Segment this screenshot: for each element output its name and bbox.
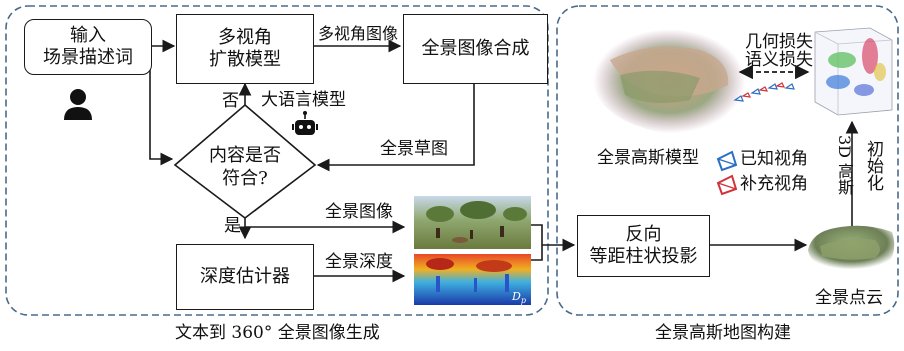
label-supplementary-view: 补充视角 <box>740 174 808 194</box>
label-semantic-loss: 语义损失 <box>745 50 813 70</box>
depth-map-image <box>414 254 531 305</box>
depth-box-label: 深度估计器 <box>200 265 290 287</box>
input-box-line1: 输入 <box>70 24 106 46</box>
right-panel-frame <box>556 5 899 316</box>
label-point-cloud: 全景点云 <box>815 288 883 308</box>
diffusion-box-line1: 多视角 <box>218 26 272 48</box>
label-panorama-image: 全景图像 <box>325 202 393 222</box>
backproj-line2: 等距柱状投影 <box>589 246 698 267</box>
back-projection-box: 反向 等距柱状投影 <box>577 215 710 277</box>
decision-line2: 符合? <box>222 167 268 189</box>
right-panel-caption: 全景高斯地图构建 <box>655 323 791 343</box>
gaussian-cube-image <box>814 27 893 116</box>
gaussian-model-image <box>593 29 746 134</box>
left-panel-frame <box>5 5 549 316</box>
label-known-view: 已知视角 <box>740 149 808 169</box>
label-panorama-depth: 全景深度 <box>325 252 393 272</box>
user-icon <box>64 89 92 120</box>
label-init: 初始化 <box>863 140 883 191</box>
decision-text: 内容是否 符合? <box>205 145 285 190</box>
label-yes: 是 <box>224 216 241 236</box>
panorama-image <box>414 196 531 249</box>
panorama-synthesis-box: 全景图像合成 <box>403 14 548 84</box>
label-gaussian-model: 全景高斯模型 <box>597 148 699 168</box>
arrow-synthesis-to-decision <box>316 82 475 172</box>
label-no: 否 <box>222 91 239 111</box>
label-geometry-loss: 几何损失 <box>745 32 813 52</box>
synthesis-box-label: 全景图像合成 <box>421 37 530 59</box>
point-cloud-image <box>808 225 895 270</box>
robot-icon <box>292 111 318 135</box>
decision-line1: 内容是否 <box>209 145 281 166</box>
supplementary-view-legend-icon <box>716 174 738 196</box>
label-multiview-images: 多视角图像 <box>318 24 399 43</box>
input-box-line2: 场景描述词 <box>43 47 133 68</box>
camera-views <box>733 82 795 102</box>
depth-map-symbol: Dp <box>512 291 526 305</box>
label-llm: 大语言模型 <box>261 90 346 110</box>
arrow-input-to-decision <box>149 46 174 166</box>
arrow-images-to-backproj <box>531 224 543 261</box>
depth-map-symbol-main: D <box>512 290 521 303</box>
input-box: 输入 场景描述词 <box>24 19 152 75</box>
backproj-line1: 反向 <box>625 223 662 245</box>
diffusion-box-line2: 扩散模型 <box>209 49 281 70</box>
depth-estimator-box: 深度估计器 <box>176 244 314 310</box>
left-panel-caption: 文本到 360° 全景图像生成 <box>175 323 380 343</box>
depth-map-symbol-sub: p <box>520 296 526 306</box>
label-panorama-sketch: 全景草图 <box>380 139 448 159</box>
known-view-legend-icon <box>716 150 738 172</box>
diffusion-model-box: 多视角 扩散模型 <box>176 14 314 84</box>
label-init-3d: 3D 高斯 <box>835 135 854 196</box>
